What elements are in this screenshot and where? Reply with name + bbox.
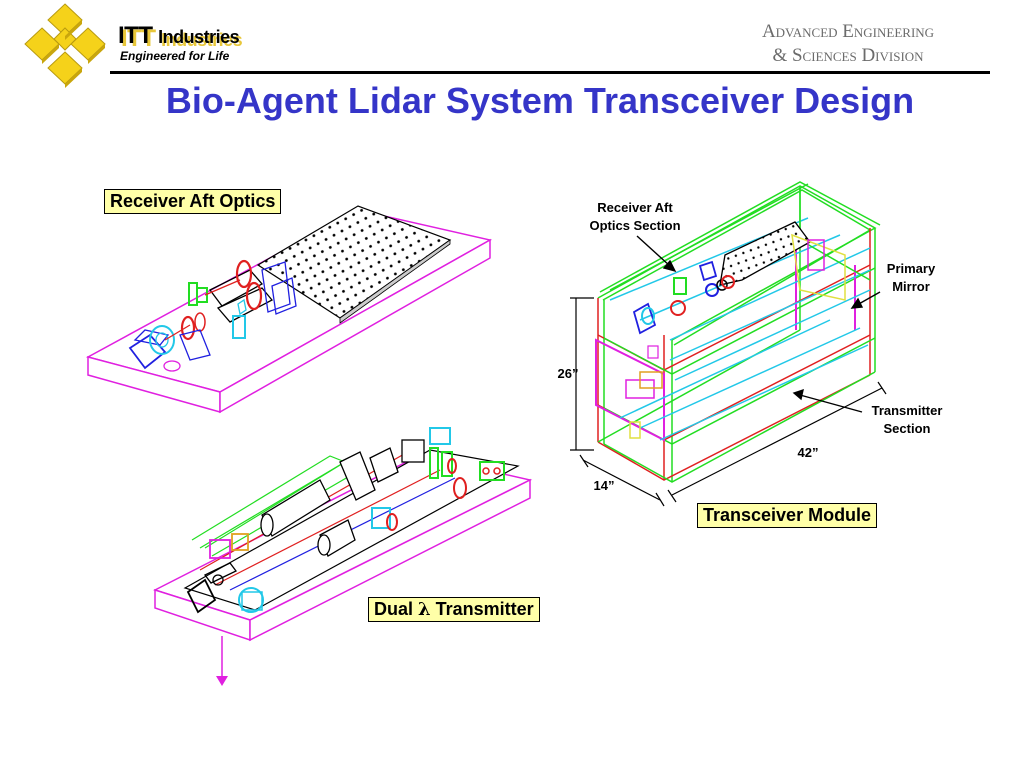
itt-logo-icon xyxy=(24,3,106,88)
dimension-lines xyxy=(570,297,887,507)
company-name: ITT Industries xyxy=(118,22,240,50)
receiver-section-line-2: Optics Section xyxy=(589,218,681,233)
height-dimension: 26” xyxy=(557,366,579,381)
company-secondary: Industries xyxy=(158,27,240,47)
transmitter-label-suffix: Transmitter xyxy=(430,599,534,619)
transmitter-section-line-1: Transmitter xyxy=(871,403,943,418)
lambda-symbol: λ xyxy=(418,599,431,620)
company-tagline: Engineered for Life xyxy=(120,49,230,63)
depth-dimension: 14” xyxy=(593,478,615,493)
transmitter-label-prefix: Dual xyxy=(374,599,419,619)
transmitter-section-callout: Transmitter Section xyxy=(855,402,959,438)
division-name: Advanced Engineering & Sciences Division xyxy=(698,20,998,68)
primary-mirror-line-2: Mirror xyxy=(892,279,930,294)
receiver-optics-components xyxy=(128,259,297,372)
primary-mirror-callout: Primary Mirror xyxy=(870,260,952,296)
receiver-optics-label: Receiver Aft Optics xyxy=(104,189,282,214)
receiver-section-line-1: Receiver Aft xyxy=(597,200,673,215)
transmitter-components xyxy=(186,427,505,614)
header-rule xyxy=(110,71,990,74)
division-line-1: Advanced Engineering xyxy=(761,21,935,42)
primary-mirror-line-1: Primary xyxy=(886,261,936,276)
transmitter-section-line-2: Section xyxy=(883,421,931,436)
division-line-2: & Sciences Division xyxy=(772,45,924,66)
breadboard-plate xyxy=(256,205,452,324)
transmitter-label: Dual λ Transmitter xyxy=(368,597,540,622)
company-primary: ITT xyxy=(118,22,153,49)
transceiver-module-label: Transceiver Module xyxy=(697,503,878,528)
receiver-section-callout: Receiver Aft Optics Section xyxy=(570,199,700,235)
page-title: Bio-Agent Lidar System Transceiver Desig… xyxy=(165,80,915,121)
transceiver-module-frame xyxy=(595,181,881,483)
callout-arrows xyxy=(636,235,881,413)
length-dimension: 42” xyxy=(797,445,819,460)
module-internal-parts xyxy=(625,221,846,439)
